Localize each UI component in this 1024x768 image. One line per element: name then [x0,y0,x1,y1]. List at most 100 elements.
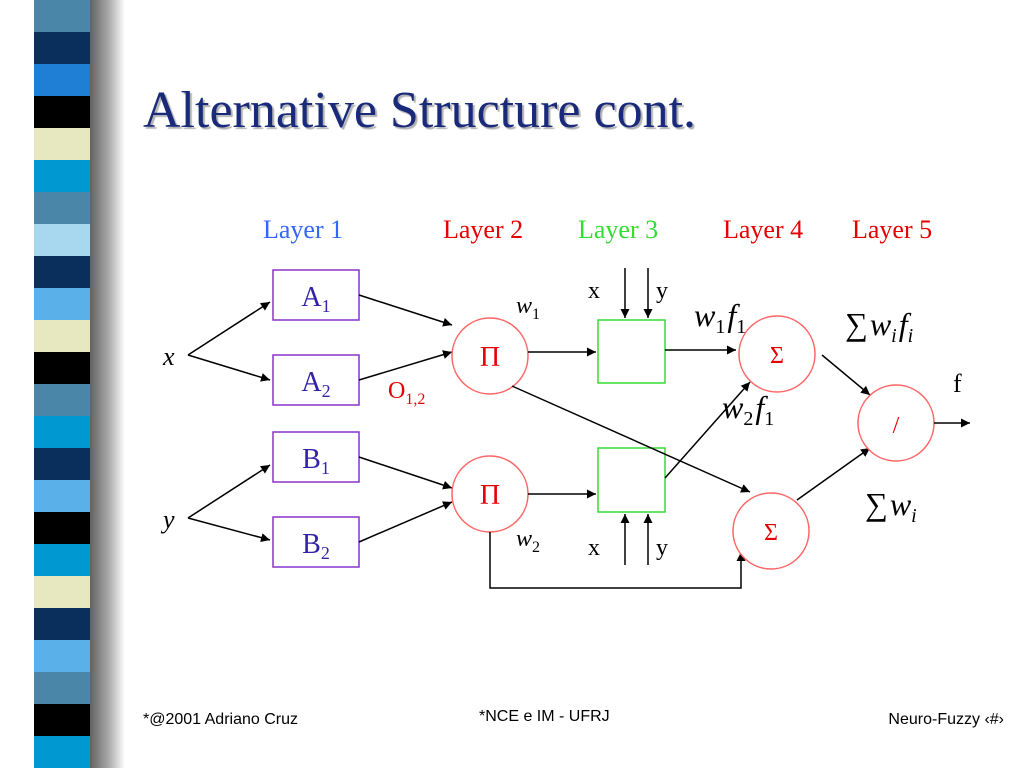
stripe-block [34,576,90,609]
input-x-label: x [162,342,175,371]
w1f1-wsub: 1 [715,316,725,338]
mf-label-a1: A1 [301,282,330,316]
mf-node-a1 [272,269,360,321]
stripe-block [34,416,90,449]
stripe-block [34,64,90,97]
divide-symbol: / [893,413,900,439]
mf-node-a2 [272,354,360,406]
product-symbol-1: Π [480,342,500,373]
stripe-block [34,544,90,577]
edge-b1-pi1 [358,350,453,381]
mf-label-b2: B2 [302,529,330,563]
edge-a1-pi1 [358,294,453,327]
sum-symbol-2: Σ [764,520,778,546]
layer-2-label: Layer 2 [443,215,523,244]
stripe-block [34,352,90,385]
consequent-2-input-y: y [656,535,668,561]
stripe-block [34,448,90,481]
w2-sub: 2 [532,539,540,556]
weight-w2-label: w2 [516,526,540,556]
edge-cons2-sum1 [664,381,751,479]
w2f1-fsub: 1 [764,408,774,430]
stripe-block [34,160,90,193]
product-node-1 [451,317,529,395]
sumwf-w: w [870,306,892,342]
final-output-f: f [953,369,962,398]
stripe-block [34,256,90,289]
mf-b1-base: B [302,444,321,475]
product-symbol-2: Π [480,480,500,511]
sumwf-sigma: ∑ [845,306,868,342]
mf-a1-sub: 1 [322,296,331,316]
stripe-block [34,224,90,257]
edge-pi1-sum2 [511,385,751,493]
stripe-block [34,672,90,705]
mf-b1-sub: 1 [321,458,330,478]
o-base: O [388,378,405,404]
sumw-wsub: i [911,505,917,527]
sum-node-1 [738,315,816,393]
sum-node-2 [732,492,810,570]
stripe-block [34,288,90,321]
mf-a2-base: A [301,367,322,398]
footer-institution: *NCE e IM - UFRJ [479,708,610,725]
stripe-block [34,128,90,161]
consequent-node-2 [597,447,666,513]
mf-a2-sub: 2 [322,381,331,401]
mf-a1-base: A [301,282,322,313]
stripe-block [34,608,90,641]
edge-y-b1 [187,464,271,519]
edge-sum2-div [796,447,871,501]
stripe-block [34,704,90,737]
edge-a2-pi2 [358,456,453,490]
consequent-2-input-x: x [588,535,600,561]
mf-b2-base: B [302,529,321,560]
w2f1-wsub: 2 [743,408,753,430]
w2f1-w: w [722,389,744,425]
stripe-block [34,384,90,417]
edge-sum1-div [821,354,871,396]
stripe-block [34,736,90,768]
consequent-node-1 [597,319,666,384]
consequent-1-input-x: x [588,278,600,304]
sumw-w: w [890,486,912,522]
mf-node-b1 [272,431,360,483]
consequent-1-input-y: y [656,278,668,304]
w1f1-w: w [694,297,716,333]
w1-base: w [516,293,532,319]
sumwf-fsub: i [908,325,914,347]
edge-pi2-sum2-bypass [489,532,746,589]
term-sum-wf: ∑wifi [845,306,913,347]
weight-w1-label: w1 [516,293,540,323]
layer-3-label: Layer 3 [578,215,658,244]
mf-node-b2 [272,516,360,568]
stripe-block [34,0,90,33]
stripe-block [34,32,90,65]
stripe-block [34,320,90,353]
w1-sub: 1 [532,306,540,323]
term-sum-w: ∑wi [865,486,917,527]
slide-title: Alternative Structure cont. [143,82,697,139]
edge-y-b2 [187,517,271,543]
stripe-block [34,512,90,545]
stripe-block [34,640,90,673]
edge-b2-pi2 [358,501,453,543]
sum-symbol-1: Σ [770,343,784,369]
mf-label-b1: B1 [302,444,330,478]
w1f1-fsub: 1 [736,316,746,338]
edge-x-a1 [187,301,271,356]
mf-b2-sub: 2 [321,543,330,563]
term-w2f1: w2f1 [722,389,774,430]
layer-4-label: Layer 4 [723,215,803,244]
layer-5-label: Layer 5 [852,215,932,244]
mf-label-a2: A2 [301,367,330,401]
sumw-sigma: ∑ [865,486,888,522]
output-o12-label: O1,2 [388,378,425,408]
stripe-block [34,192,90,225]
term-w1f1: w1f1 [694,297,746,338]
edge-x-a2 [187,354,271,382]
w2-base: w [516,526,532,552]
footer-copyright: *@2001 Adriano Cruz [143,711,298,728]
footer-slide-number: Neuro-Fuzzy ‹#› [888,711,1004,728]
stripe-block [34,96,90,129]
